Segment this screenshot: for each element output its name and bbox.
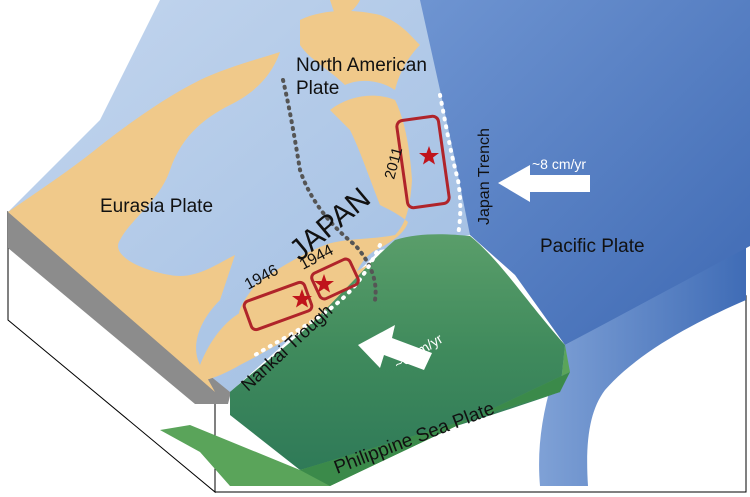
rupture-box-1946 [242,280,314,332]
pacific-ocean [410,0,750,345]
nankai-trough-line [253,243,382,357]
eurasia-plate-label: Eurasia Plate [100,196,213,217]
star-1946-icon [292,289,312,308]
north-american-plate-label: North American [296,55,427,76]
hokkaido-land [300,10,420,91]
pacific-plate-label: Pacific Plate [540,236,645,257]
star-2011-icon [419,146,439,165]
pacific-rate-label: ~8 cm/yr [532,156,586,172]
japan-trench-label: Japan Trench [476,128,493,225]
eurasia-mainland [8,52,280,392]
pacific-motion-arrow [498,165,590,202]
japan-trench-line [438,93,463,238]
honshu-land [238,95,412,326]
star-1944-icon [314,274,334,293]
philippine-motion-arrow [358,325,432,370]
north-american-plate-label-2: Plate [296,78,339,99]
rupture-box-2011 [395,114,451,210]
rupture-box-1944 [310,257,360,301]
pacific-slab-edge [539,246,746,486]
